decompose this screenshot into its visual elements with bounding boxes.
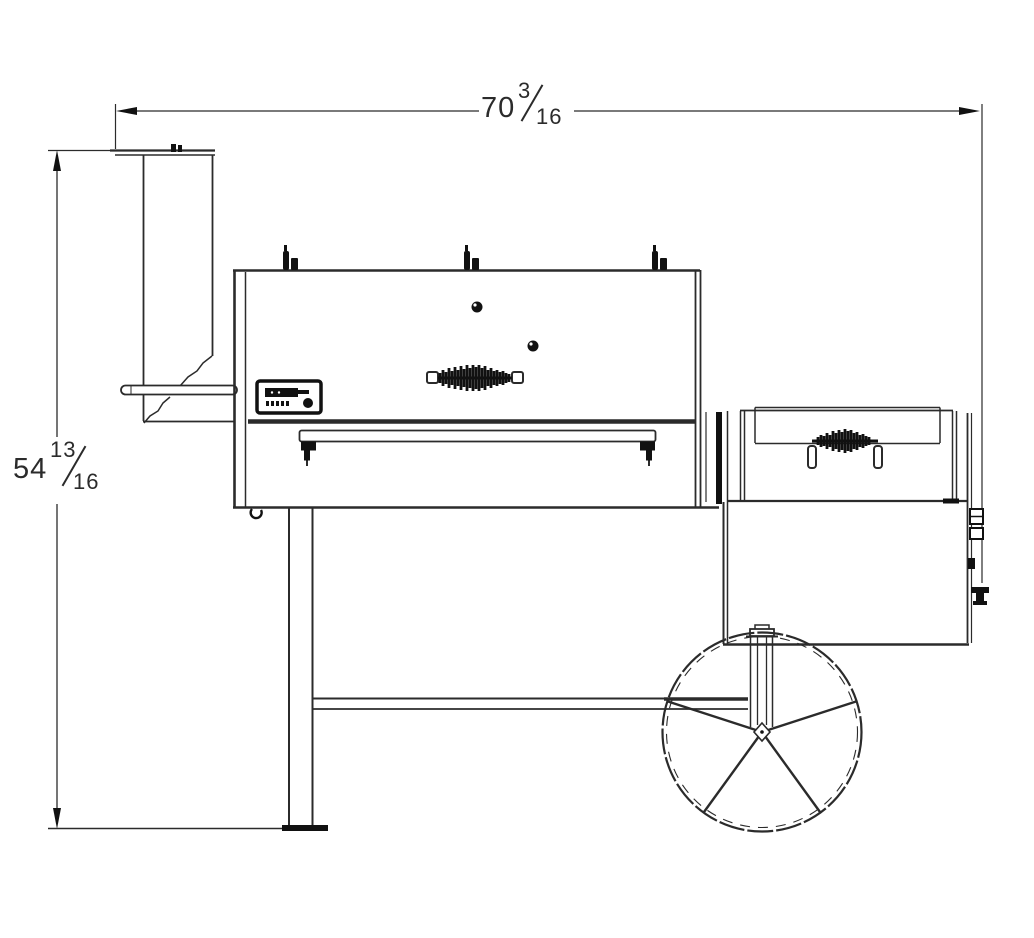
shelf-bracket [301,441,316,461]
lid-hinges [283,245,667,270]
shelf-bracket [640,441,655,461]
controller-vents [266,401,289,406]
wheel-leg [746,624,778,727]
firebox [716,406,989,646]
arrow-up-icon [53,150,61,171]
controller-display [265,388,298,397]
firebox-connector [716,412,722,504]
wheel-spoke [761,700,857,734]
arrow-down-icon [53,808,61,829]
wheel-rim-inner [665,635,859,829]
lid-hinge [464,245,479,270]
wheel-spoke [667,700,763,734]
wheel-assembly [661,624,863,833]
vent-bolts [471,301,539,352]
height-dimension-label: 54 13 16 [13,437,109,503]
foot-plate [282,825,328,831]
front-shelf [298,429,657,466]
arrow-right-icon [959,107,980,115]
wheel-spokes [667,700,857,813]
vent-bolt [527,340,539,352]
firebox-handle [807,429,883,469]
damper-bolt [971,587,989,605]
probe-rod [120,384,238,396]
width-dimension-label: 70 3 16 [481,78,577,138]
lid-hinge [283,245,298,270]
height-denominator: 16 [73,469,100,494]
arrow-left-icon [116,107,137,115]
firebox-latch [968,508,984,569]
controller-knob [303,398,313,408]
main-chamber [233,269,719,509]
lid-hinge [652,245,667,270]
left-leg [282,507,328,831]
firebox-lid [728,406,967,504]
width-denominator: 16 [536,104,563,129]
wheel-spoke [703,731,763,813]
stack-cap-clip [171,144,176,152]
smoke-stack [110,144,234,424]
wheel-rim [661,631,863,833]
controller-panel [255,379,323,415]
width-dimension [114,104,983,583]
grease-hook [249,508,263,520]
cross-brace [313,697,748,710]
height-whole: 54 [13,453,48,485]
height-dimension [48,149,283,830]
stack-transition-seam [179,355,213,387]
width-numerator: 3 [518,78,532,103]
vent-bolt [471,301,483,313]
lid-handle [426,365,524,391]
height-numerator: 13 [50,437,77,462]
width-whole: 70 [481,92,516,124]
wheel-spoke [761,731,821,813]
firebox-body [722,411,973,646]
